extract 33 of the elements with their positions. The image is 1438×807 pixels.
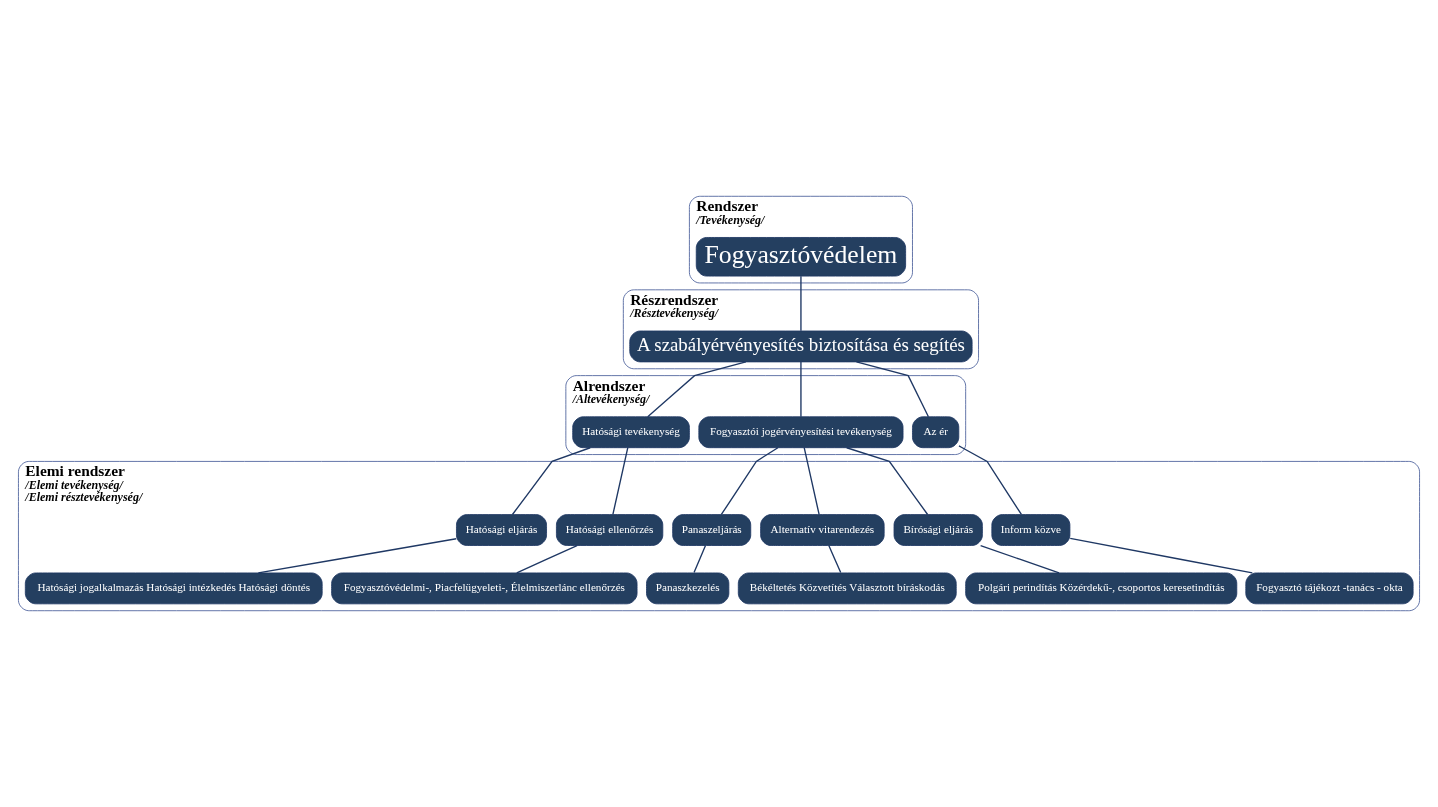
- node-box: Alternatív vitarendezés: [760, 514, 885, 546]
- connector: [958, 445, 1023, 516]
- connector: [979, 544, 1060, 574]
- connector: [846, 447, 929, 516]
- connector: [800, 361, 802, 418]
- node-box: A szabályérvényesítés biztosítása és segítés: [629, 330, 973, 363]
- connector: [855, 361, 930, 418]
- node-box: Hatósági ellenőrzés: [556, 514, 664, 546]
- node-box: Hatósági eljárás: [456, 514, 547, 546]
- node-box: Fogyasztóvédelmi-, Piacfelügyeleti-, Élelmiszerlánc ellenőrzés: [331, 572, 638, 605]
- connector: [828, 545, 842, 574]
- node-box: Fogyasztó tájékozt -tanács - okta: [1245, 572, 1414, 605]
- node-box: Inform közve: [991, 514, 1071, 546]
- connector: [800, 275, 802, 332]
- connector: [612, 447, 629, 516]
- node-box: Fogyasztói jogérvényesítési tevékenység: [698, 416, 904, 449]
- node-box: Panaszeljárás: [672, 514, 752, 546]
- node-box: Hatósági tevékenység: [572, 416, 690, 449]
- connector: [693, 545, 707, 574]
- connector: [511, 447, 591, 516]
- connector: [1069, 537, 1253, 574]
- node-box: Panaszkezelés: [646, 572, 730, 605]
- connector: [720, 447, 779, 516]
- connector: [516, 544, 578, 574]
- node-box: Békéltetés Közvetítés Választott bíráskodás: [737, 572, 957, 605]
- node-box: Az ér: [912, 416, 960, 449]
- connector: [803, 447, 820, 516]
- connector: [257, 538, 457, 574]
- node-box: Bírósági eljárás: [893, 514, 983, 546]
- node-box: Fogyasztóvédelem: [695, 237, 907, 277]
- node-box: Hatósági jogalkalmazás Hatósági intézkedés Hatósági döntés: [24, 572, 323, 605]
- node-box: Polgári perindítás Közérdekű-, csoportos keresetindítás: [965, 572, 1238, 605]
- connector: [647, 361, 747, 418]
